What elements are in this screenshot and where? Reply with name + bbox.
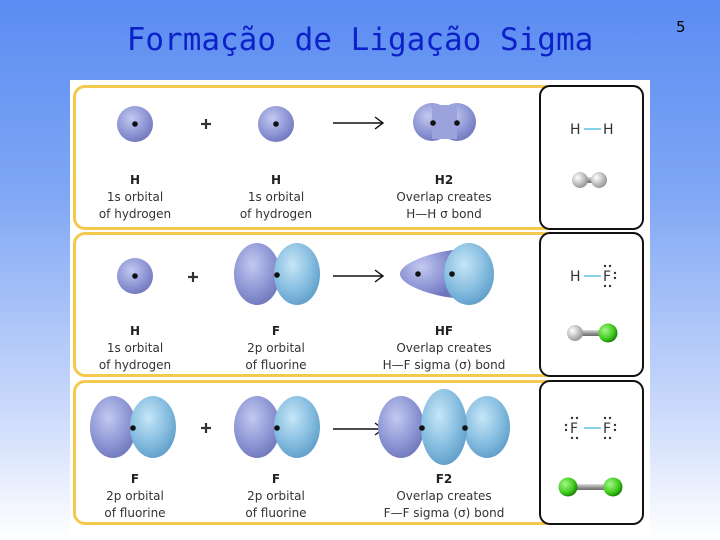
label-h2-bond: H2 Overlap creates H—H σ bond: [369, 172, 519, 223]
slide-title: Formação de Ligação Sigma: [126, 22, 594, 58]
structure-atom-left: H: [570, 269, 581, 285]
slide-number: 5: [676, 18, 686, 36]
label-line1: Overlap creates: [396, 190, 492, 204]
hf-sigma-orbital: [400, 243, 494, 305]
label-line2: H—H σ bond: [406, 207, 482, 221]
label-h-orbital: H 1s orbital of hydrogen: [201, 172, 351, 223]
label-line1: 2p orbital: [247, 489, 305, 503]
arrow-icon: [333, 422, 385, 436]
label-f-orbital: F 2p orbital of fluorine: [60, 471, 210, 522]
label-f2-bond: F2 Overlap creates F—F sigma (σ) bond: [359, 471, 529, 522]
orbital-drawing: H H: [90, 103, 623, 497]
row-f2-orbitals: F F: [90, 389, 623, 497]
label-line1: 2p orbital: [247, 341, 305, 355]
nucleus-dot: [273, 121, 279, 127]
label-f-orbital: F 2p orbital of fluorine: [201, 471, 351, 522]
f2-ball-and-stick: [558, 477, 623, 497]
h2-sigma-orbital: [413, 103, 476, 141]
label-title: F: [271, 472, 281, 486]
h2-ball-and-stick: [572, 172, 607, 188]
sigma-bond-figure: H H: [70, 80, 650, 535]
structure-atom-right: F: [603, 269, 611, 285]
row-h2-frame: [73, 85, 613, 230]
label-line2: of fluorine: [245, 506, 307, 520]
label-line1: 2p orbital: [106, 489, 164, 503]
label-h-orbital: H 1s orbital of hydrogen: [60, 323, 210, 374]
structure-atom-left: H: [570, 122, 581, 138]
label-title: F2: [435, 472, 453, 486]
fluorine-2p-orbital: [234, 243, 320, 305]
arrow-icon: [333, 269, 385, 283]
structure-atom-right: F: [603, 421, 611, 437]
row-hf-frame: [73, 232, 613, 377]
label-title: H2: [434, 173, 454, 187]
label-line2: H—F sigma (σ) bond: [382, 358, 506, 372]
label-title: HF: [434, 324, 454, 338]
lone-pair-dots: [564, 416, 617, 440]
label-title: H: [129, 324, 141, 338]
arrow-icon: [333, 116, 385, 130]
plus-sign: [188, 272, 198, 282]
label-title: F: [130, 472, 140, 486]
label-line2: of hydrogen: [98, 358, 172, 372]
label-line2: of fluorine: [245, 358, 307, 372]
hf-ball-and-stick: [567, 323, 618, 343]
fluorine-2p-orbital: [90, 396, 176, 458]
structure-box-hf: [539, 232, 644, 377]
row-hf-orbitals: H F: [117, 243, 618, 343]
label-line2: F—F sigma (σ) bond: [383, 506, 505, 520]
label-line1: 1s orbital: [247, 190, 305, 204]
label-line1: 1s orbital: [106, 190, 164, 204]
label-line1: Overlap creates: [396, 341, 492, 355]
label-line1: Overlap creates: [396, 489, 492, 503]
structure-box-f2: [539, 380, 644, 525]
plus-sign: [201, 119, 211, 129]
fluorine-2p-orbital: [234, 396, 320, 458]
label-line1: 1s orbital: [106, 341, 164, 355]
label-line2: of fluorine: [104, 506, 166, 520]
f2-sigma-orbital: [378, 389, 510, 465]
lone-pair-dots: [603, 264, 617, 288]
nucleus-dot: [132, 273, 138, 279]
label-f-orbital: F 2p orbital of fluorine: [201, 323, 351, 374]
nucleus-dot: [132, 121, 138, 127]
label-hf-bond: HF Overlap creates H—F sigma (σ) bond: [359, 323, 529, 374]
structure-box-h2: [539, 85, 644, 230]
label-h-orbital: H 1s orbital of hydrogen: [60, 172, 210, 223]
label-title: F: [271, 324, 281, 338]
row-h2-orbitals: H H: [117, 103, 614, 188]
label-line2: of hydrogen: [239, 207, 313, 221]
plus-sign: [201, 423, 211, 433]
label-line2: of hydrogen: [98, 207, 172, 221]
label-title: H: [270, 173, 282, 187]
structure-atom-right: H: [603, 122, 614, 138]
label-title: H: [129, 173, 141, 187]
structure-atom-left: F: [570, 421, 578, 437]
